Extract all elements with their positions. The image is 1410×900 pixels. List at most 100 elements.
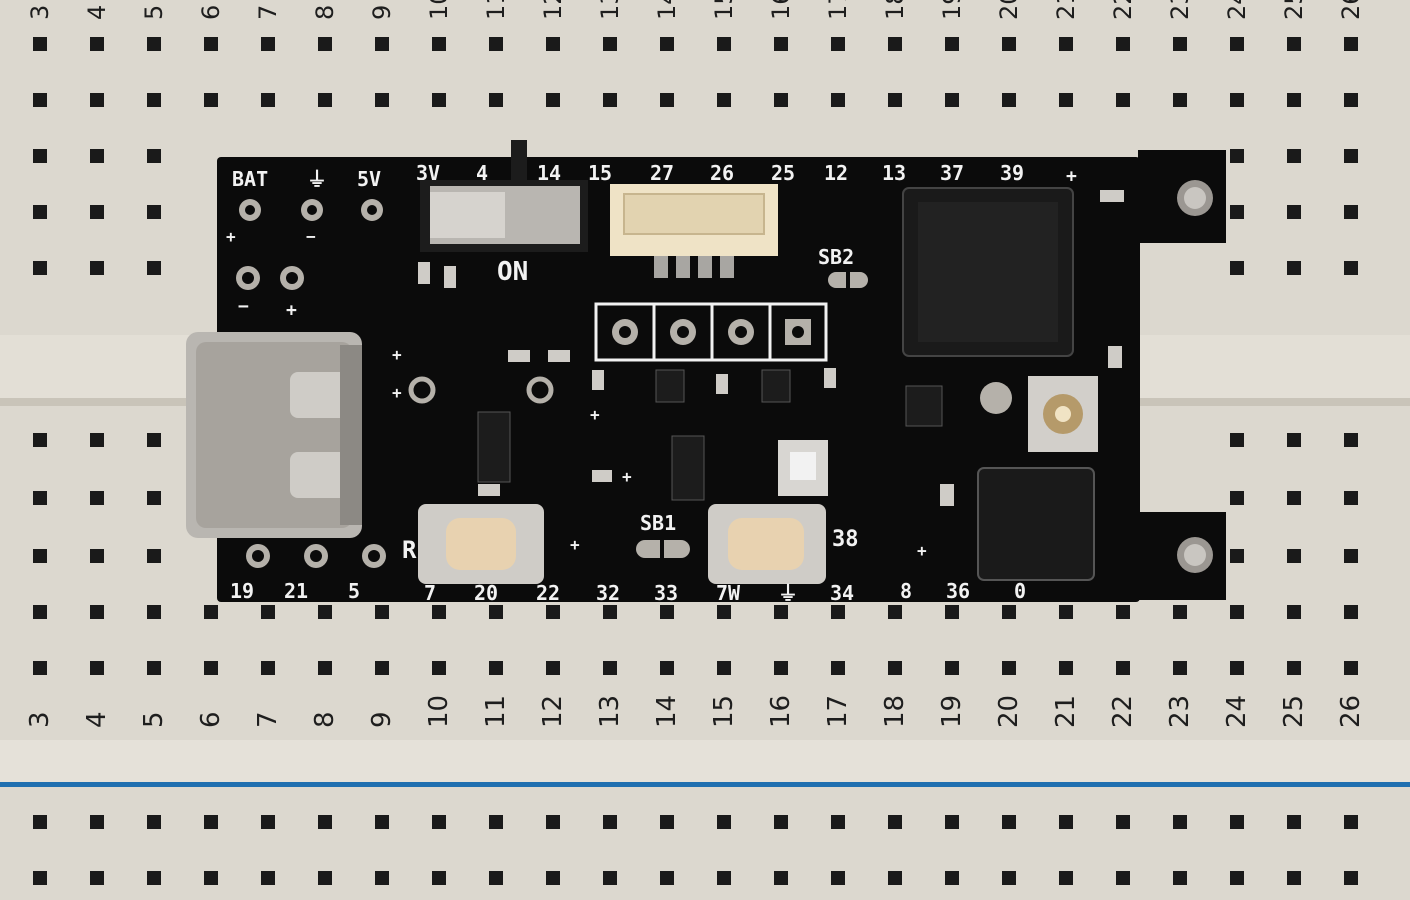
breadboard-hole (774, 815, 788, 829)
breadboard-hole (147, 491, 161, 505)
label-pin-5: 5 (348, 579, 360, 603)
breadboard-hole (831, 815, 845, 829)
breadboard-hole (1230, 37, 1244, 51)
breadboard-hole (1230, 149, 1244, 163)
breadboard-hole (1344, 261, 1358, 275)
mark-plus-left: + (286, 300, 297, 321)
breadboard-hole (774, 661, 788, 675)
label-plus-top: + (1066, 166, 1077, 187)
breadboard-hole (489, 871, 503, 885)
mark-minus-left: − (238, 296, 249, 317)
breadboard-hole (147, 549, 161, 563)
breadboard-hole (432, 37, 446, 51)
column-number-top: 10 (425, 0, 453, 20)
breadboard-hole (546, 871, 560, 885)
plus-mark-4: + (622, 467, 632, 486)
breadboard-hole (1344, 491, 1358, 505)
breadboard-hole (717, 37, 731, 51)
breadboard-hole (1344, 149, 1358, 163)
breadboard-hole (147, 205, 161, 219)
breadboard-hole (1344, 433, 1358, 447)
label-pin-27: 27 (650, 161, 674, 185)
mount-hole (980, 382, 1012, 414)
breadboard-hole (603, 871, 617, 885)
breadboard-hole (1287, 549, 1301, 563)
bottom-left-pads (246, 544, 386, 568)
breadboard-hole (1002, 37, 1016, 51)
breadboard-hole (33, 549, 47, 563)
reset-button[interactable] (418, 504, 544, 584)
jst-connector[interactable] (610, 184, 778, 278)
boot-button[interactable] (708, 504, 826, 584)
breadboard-hole (261, 93, 275, 107)
screw-bottom (1177, 537, 1213, 573)
antenna-connector[interactable] (1028, 376, 1098, 452)
breadboard-hole (1230, 661, 1244, 675)
breadboard-hole (774, 871, 788, 885)
breadboard-hole (33, 433, 47, 447)
breadboard-hole (945, 93, 959, 107)
breadboard-hole (831, 37, 845, 51)
column-number: 18 (880, 695, 910, 728)
label-sb2: SB2 (818, 245, 854, 269)
column-number: 3 (25, 711, 55, 728)
column-number-top: 5 (140, 5, 168, 20)
column-number-top: 18 (881, 0, 909, 20)
breadboard-hole (1173, 93, 1187, 107)
label-gnd-top: ⏚ (307, 167, 327, 191)
breadboard-hole (660, 605, 674, 619)
label-bat: BAT (232, 167, 268, 191)
breadboard-hole (375, 661, 389, 675)
breadboard-hole (888, 93, 902, 107)
breadboard-hole (888, 37, 902, 51)
label-pin-26: 26 (710, 161, 734, 185)
breadboard-hole (318, 661, 332, 675)
column-number: 25 (1279, 695, 1309, 728)
label-pin-33: 33 (654, 581, 678, 605)
breadboard-hole (147, 605, 161, 619)
column-number: 20 (994, 695, 1024, 728)
switch-label-on: ON (497, 257, 528, 287)
column-number: 16 (766, 695, 796, 728)
column-number-top: 12 (539, 0, 567, 20)
label-sb1: SB1 (640, 511, 676, 535)
breadboard-hole (1059, 871, 1073, 885)
breadboard-hole (90, 93, 104, 107)
mark-minus-bat: − (306, 227, 316, 246)
breadboard-hole (33, 37, 47, 51)
breadboard-hole (660, 37, 674, 51)
breadboard-hole (717, 605, 731, 619)
usb-c-port[interactable] (186, 332, 362, 538)
rgb-led (778, 440, 828, 496)
breadboard-holes (33, 37, 1358, 885)
rail-blue-line (0, 782, 1410, 787)
breadboard-hole (1230, 261, 1244, 275)
column-number: 12 (538, 695, 568, 728)
breadboard-hole (261, 871, 275, 885)
breadboard-hole (375, 93, 389, 107)
breadboard-hole (1344, 205, 1358, 219)
pin-header-4[interactable] (594, 302, 828, 362)
breadboard-hole (1344, 815, 1358, 829)
breadboard-hole (33, 815, 47, 829)
breadboard-hole (261, 661, 275, 675)
breadboard-hole (1287, 815, 1301, 829)
label-gnd-bottom: ⏚ (778, 581, 798, 605)
breadboard-hole (1116, 871, 1130, 885)
breadboard-hole (147, 661, 161, 675)
via-2 (526, 376, 554, 404)
solder-bridge-sb2 (828, 272, 868, 288)
breadboard-hole (147, 149, 161, 163)
slide-switch[interactable] (420, 140, 588, 252)
breadboard-hole (1344, 605, 1358, 619)
plus-mark-1: + (392, 345, 402, 364)
breadboard-hole (33, 205, 47, 219)
breadboard-hole (831, 605, 845, 619)
breadboard-hole (1230, 605, 1244, 619)
breadboard-hole (33, 491, 47, 505)
breadboard-hole (261, 37, 275, 51)
battery-pads (239, 199, 383, 221)
column-number: 11 (481, 695, 511, 728)
